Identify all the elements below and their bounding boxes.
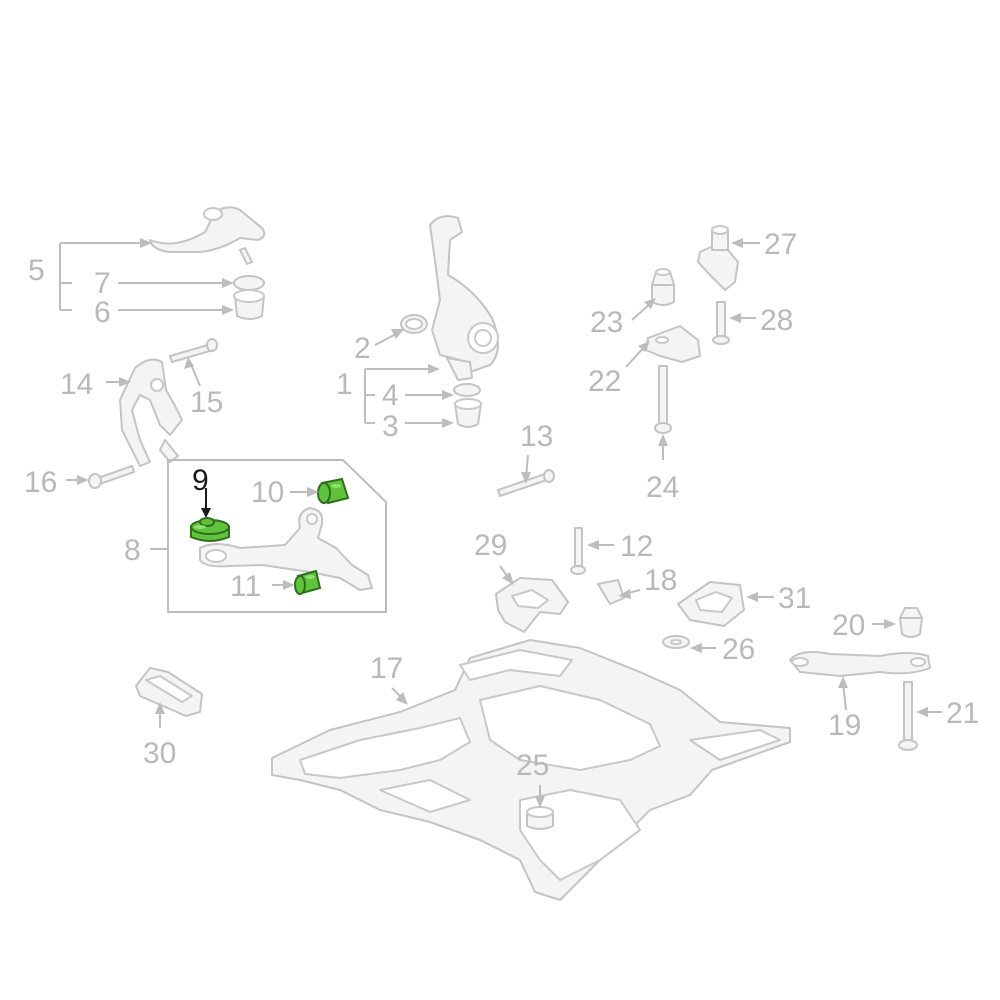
label-4: 4 (382, 379, 399, 412)
label-25: 25 (516, 749, 549, 782)
lower-arm-rear-bushing[interactable] (294, 569, 322, 595)
label-20: 20 (832, 609, 865, 642)
label-17: 17 (370, 652, 403, 685)
steering-knuckle[interactable] (429, 215, 499, 381)
label-7: 7 (94, 267, 111, 300)
label-22: 22 (588, 365, 621, 398)
stiffener-19[interactable] (789, 651, 931, 677)
label-13: 13 (520, 420, 553, 453)
mount-31[interactable] (677, 581, 745, 627)
label-26: 26 (722, 633, 755, 666)
bolt-13[interactable] (497, 469, 555, 497)
ball-joint-boot[interactable] (454, 398, 482, 428)
label-21: 21 (946, 697, 979, 730)
bolt-12[interactable] (570, 527, 586, 575)
bolt-28[interactable] (712, 301, 730, 345)
lower-arm-group-box (167, 459, 387, 613)
label-29: 29 (474, 529, 507, 562)
lower-control-arm[interactable] (199, 507, 373, 591)
label-24: 24 (646, 471, 679, 504)
mount-29[interactable] (495, 577, 569, 633)
bolt-16[interactable] (88, 465, 135, 489)
label-16: 16 (24, 466, 57, 499)
mount-bracket-27[interactable] (697, 225, 739, 291)
label-8: 8 (124, 534, 141, 567)
dust-seal[interactable] (400, 314, 428, 334)
label-18: 18 (644, 564, 677, 597)
mount-30[interactable] (135, 667, 203, 717)
label-10: 10 (251, 476, 284, 509)
label-28: 28 (760, 304, 793, 337)
label-3: 3 (382, 410, 399, 443)
bushing-25[interactable] (526, 806, 554, 830)
bracket-18[interactable] (597, 579, 625, 605)
label-31: 31 (778, 582, 811, 615)
bolt-21[interactable] (898, 681, 918, 751)
lower-arm-front-bushing[interactable] (317, 477, 350, 505)
label-5: 5 (28, 254, 45, 287)
lower-arm-ball-joint-bushing[interactable] (190, 517, 230, 542)
label-6: 6 (94, 296, 111, 329)
label-9: 9 (192, 464, 209, 497)
mount-bracket-22[interactable] (645, 325, 701, 363)
bolt-24[interactable] (654, 365, 672, 434)
washer-26[interactable] (662, 635, 690, 649)
label-19: 19 (828, 709, 861, 742)
label-23: 23 (590, 306, 623, 339)
bolt-15[interactable] (169, 338, 218, 363)
label-1: 1 (336, 368, 353, 401)
upper-arm-bushing[interactable] (233, 289, 265, 320)
label-2: 2 (354, 332, 371, 365)
upper-control-arm[interactable] (149, 206, 266, 265)
label-12: 12 (620, 530, 653, 563)
mount-stopper-23[interactable] (651, 268, 675, 306)
label-11: 11 (230, 570, 261, 603)
label-27: 27 (764, 228, 797, 261)
front-subframe[interactable] (271, 639, 791, 901)
label-14: 14 (60, 368, 93, 401)
ball-joint-washer[interactable] (453, 383, 481, 397)
label-30: 30 (143, 737, 176, 770)
compliance-arm[interactable] (119, 358, 183, 467)
upper-arm-bushing-washer[interactable] (233, 275, 265, 291)
stopper-20[interactable] (899, 607, 923, 638)
label-15: 15 (190, 386, 223, 419)
